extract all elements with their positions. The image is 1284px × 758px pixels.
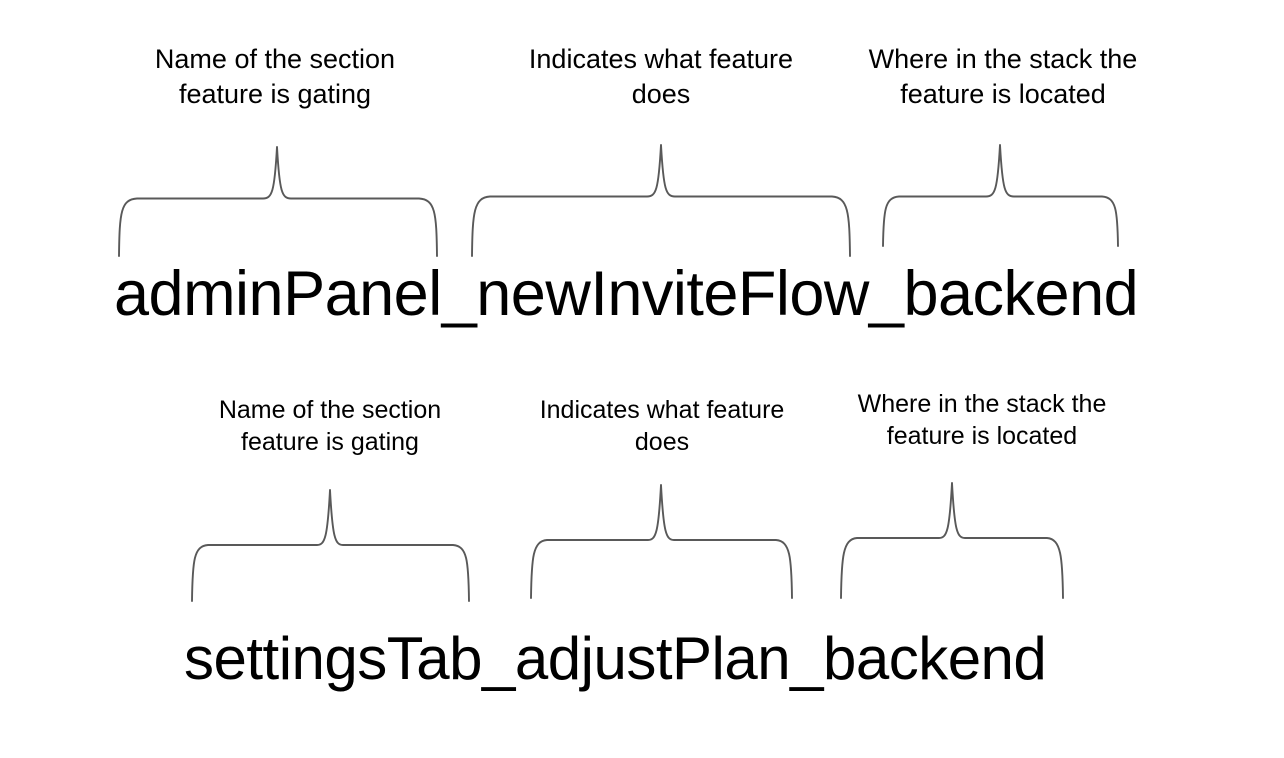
annotation-label-row2-stack: Where in the stack the feature is locate… [857,390,1107,450]
brace-row2-section [191,489,470,602]
annotation-label-row2-section: Name of the section feature is gating [218,396,442,456]
brace-row1-feature [471,144,851,257]
annotation-label-row1-section: Name of the section feature is gating [154,44,396,109]
brace-row1-section [118,146,438,257]
brace-row2-feature [530,484,793,599]
feature-flag-name-row1: adminPanel_newInviteFlow_backend [114,259,1139,329]
brace-row1-stack [882,144,1119,247]
annotation-label-row1-stack: Where in the stack the feature is locate… [868,44,1138,109]
brace-row2-stack [840,482,1064,599]
annotation-label-row2-feature: Indicates what feature does [539,396,785,456]
feature-flag-name-row2: settingsTab_adjustPlan_backend [184,625,1047,692]
annotation-label-row1-feature: Indicates what feature does [528,44,794,109]
